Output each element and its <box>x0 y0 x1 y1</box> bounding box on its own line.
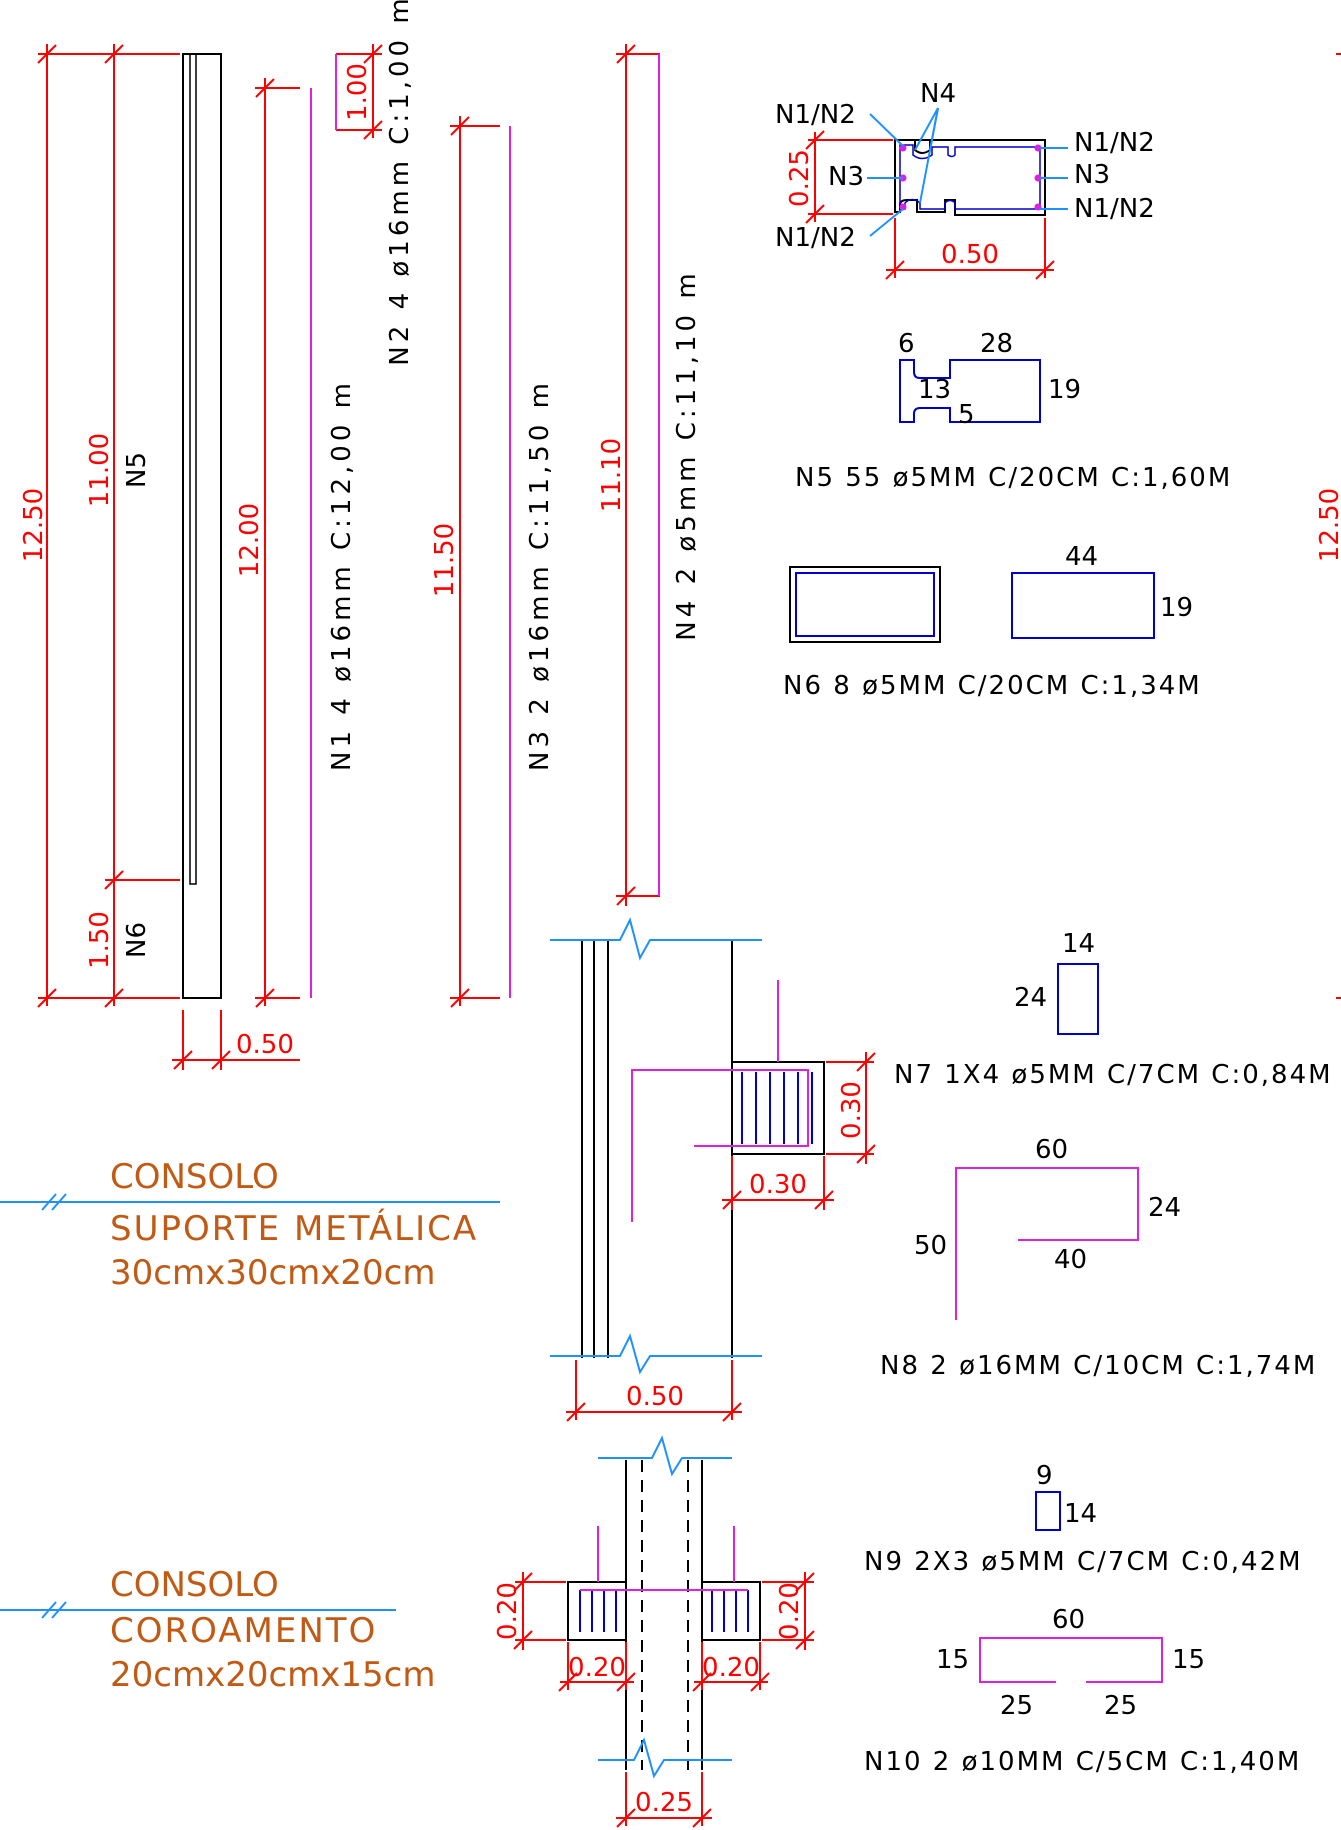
consolo2-dim-rw: 0.20 <box>702 1653 760 1683</box>
n7-detail: 14 24 N7 1X4 ø5MM C/7CM C:0,84M <box>894 929 1333 1090</box>
n7-d2: 24 <box>1014 983 1047 1013</box>
dim-n3-label: 11.50 <box>430 523 460 597</box>
n5-d4: 5 <box>958 400 975 430</box>
consolo2-dim-col: 0.25 <box>635 1788 693 1818</box>
consolo2-title2: COROAMENTO <box>110 1611 377 1651</box>
n5-d1: 6 <box>898 329 915 359</box>
consolo2-title1: CONSOLO <box>110 1565 279 1605</box>
dim-width-label: 0.50 <box>236 1030 294 1060</box>
sec-n4: N4 <box>920 79 956 109</box>
consolo2-dim-rh: 0.20 <box>775 1582 805 1640</box>
n8-d2: 24 <box>1148 1193 1181 1223</box>
n1-spec: N1 4 ø16mm C:12,00 m <box>327 379 357 771</box>
n6-detail: 44 19 N6 8 ø5MM C/20CM C:1,34M <box>783 542 1202 701</box>
sec-n3-right: N3 <box>1074 160 1110 190</box>
dim-n4-label: 11.10 <box>597 438 627 512</box>
pile-inner-line <box>189 53 197 885</box>
n8-d4: 40 <box>1054 1245 1087 1275</box>
n10-spec: N10 2 ø10MM C/5CM C:1,40M <box>864 1747 1301 1777</box>
consolo1-title1: CONSOLO <box>110 1157 279 1197</box>
consolo-2: CONSOLO COROAMENTO 20cmx20cmx15cm 0.20 <box>0 1435 815 1828</box>
dim-upper <box>104 44 180 890</box>
consolo2-dim-lw: 0.20 <box>568 1653 626 1683</box>
n10-d4: 25 <box>1000 1691 1033 1721</box>
dim-width <box>172 1010 300 1070</box>
n3-spec: N3 2 ø16mm C:11,50 m <box>525 379 555 771</box>
sec-n1n2-bl: N1/N2 <box>775 223 856 253</box>
n9-detail: 9 14 N9 2X3 ø5MM C/7CM C:0,42M <box>864 1461 1303 1577</box>
consolo-1: CONSOLO SUPORTE METÁLICA 30cmx30cmx20cm … <box>0 917 876 1422</box>
n10-d2: 15 <box>936 1645 969 1675</box>
consolo1-title3: 30cmx30cmx20cm <box>110 1253 435 1293</box>
bar-n3 <box>450 116 511 1008</box>
sec-dim-h: 0.25 <box>785 149 815 207</box>
bar-n1 <box>255 78 312 1008</box>
n9-d2: 14 <box>1064 1499 1097 1529</box>
sec-n1n2-tr: N1/N2 <box>1074 128 1155 158</box>
n7-d1: 14 <box>1062 929 1095 959</box>
n5-detail: 6 28 13 5 19 N5 55 ø5MM C/20CM C:1,60M <box>795 329 1232 493</box>
dim-upper-label: 11.00 <box>85 433 115 507</box>
dim-total-label: 12.50 <box>19 488 49 562</box>
n9-spec: N9 2X3 ø5MM C/7CM C:0,42M <box>864 1547 1303 1577</box>
n6-spec: N6 8 ø5MM C/20CM C:1,34M <box>783 671 1202 701</box>
dim-right <box>1336 53 1341 999</box>
label-n6: N6 <box>122 922 152 958</box>
dim-lower <box>104 880 124 1008</box>
bar-n2 <box>335 44 383 140</box>
elevation-view: 12.50 11.00 N5 1.50 N6 0.50 <box>19 0 1341 1070</box>
n8-detail: 60 24 50 40 N8 2 ø16MM C/10CM C:1,74M <box>880 1135 1317 1381</box>
n6-d1: 44 <box>1065 542 1098 572</box>
sec-dim-w: 0.50 <box>941 240 999 270</box>
n8-d1: 60 <box>1035 1135 1068 1165</box>
cross-section: N1/N2 N3 N1/N2 N4 N1/N2 N3 N1/N2 0.25 0.… <box>775 79 1155 280</box>
n9-d1: 9 <box>1036 1461 1053 1491</box>
n5-d5: 19 <box>1048 375 1081 405</box>
n5-spec: N5 55 ø5MM C/20CM C:1,60M <box>795 463 1232 493</box>
n10-d1: 60 <box>1052 1605 1085 1635</box>
pile-body <box>182 53 222 999</box>
n8-d3: 50 <box>914 1231 947 1261</box>
n7-spec: N7 1X4 ø5MM C/7CM C:0,84M <box>894 1060 1333 1090</box>
label-n5: N5 <box>122 452 152 488</box>
consolo1-dim-col: 0.50 <box>626 1382 684 1412</box>
n4-spec: N4 2 ø5mm C:11,10 m <box>672 269 702 640</box>
n10-d3: 15 <box>1172 1645 1205 1675</box>
dim-total <box>37 44 180 1008</box>
dim-lower-label: 1.50 <box>85 911 115 969</box>
n8-spec: N8 2 ø16MM C/10CM C:1,74M <box>880 1351 1317 1381</box>
bar-n4 <box>616 44 660 906</box>
n5-d2: 28 <box>980 329 1013 359</box>
dim-right-label: 12.50 <box>1315 488 1341 562</box>
consolo1-title2: SUPORTE METÁLICA <box>110 1208 478 1249</box>
dim-n2-label: 1.00 <box>343 63 373 121</box>
dim-n1-label: 12.00 <box>235 503 265 577</box>
n6-d2: 19 <box>1160 593 1193 623</box>
consolo2-title3: 20cmx20cmx15cm <box>110 1655 435 1695</box>
n10-detail: 60 15 15 25 25 N10 2 ø10MM C/5CM C:1,40M <box>864 1605 1301 1777</box>
sec-n1n2-br: N1/N2 <box>1074 194 1155 224</box>
n2-spec: N2 4 ø16mm C:1,00 m <box>385 0 415 366</box>
sec-n3-left: N3 <box>828 162 864 192</box>
sec-n1n2-tl: N1/N2 <box>775 100 856 130</box>
consolo2-dim-lh: 0.20 <box>493 1582 523 1640</box>
n5-d3: 13 <box>918 375 951 405</box>
n10-d5: 25 <box>1104 1691 1137 1721</box>
consolo1-dim-w: 0.30 <box>749 1170 807 1200</box>
consolo1-dim-h: 0.30 <box>837 1081 867 1139</box>
